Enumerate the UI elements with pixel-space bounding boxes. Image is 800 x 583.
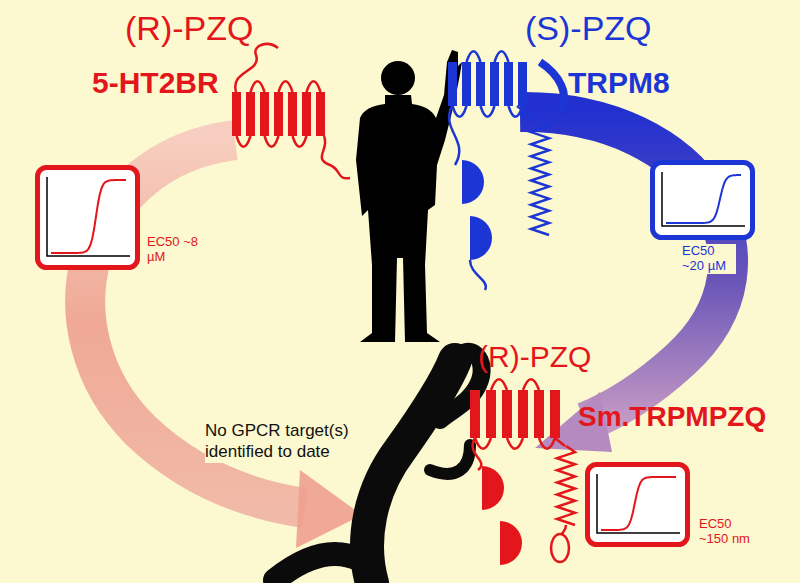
channel-trpm8 [448,51,564,290]
plot-axes [47,177,130,256]
cytosolic-domain [470,216,492,260]
drug-name: (R)-PZQ [478,340,591,373]
c-terminal-loop [551,534,569,562]
tm-helix [274,92,283,136]
tail [562,525,566,534]
plot-frame [35,165,140,270]
loop [491,379,507,390]
loop [523,379,539,390]
receptor-name: Sm.TRPMPZQ [578,402,766,433]
loop [467,51,481,62]
tm-helix [518,62,527,106]
loop [453,106,467,117]
coiled-coil [531,120,549,235]
note: No GPCR target(s) identified to date [205,420,355,463]
tm-helix [288,92,297,136]
receptor-cartoons [232,44,575,565]
tail [470,260,486,290]
plot-axes [662,172,745,226]
loop [265,136,279,147]
tail [540,62,564,110]
ec50-value: EC50 ~20 µM [680,244,736,274]
loop [279,81,293,92]
ec50-value: EC50 ~8 µM [145,235,201,265]
loop [481,106,495,117]
loop [495,51,509,62]
tm-helix [476,62,485,106]
plot-axes [597,474,680,533]
tm-helix [490,62,499,106]
tm-helix [550,390,560,438]
channel-sm-trpm [470,379,575,565]
tm-helix [260,92,269,136]
loop [307,81,321,92]
tail [449,106,459,165]
tail [473,438,482,470]
dose-response-box: EC50 ~8 µM [35,165,140,270]
receptor-name: 5-HT2BR [92,66,219,99]
box-border [38,168,138,268]
tail [235,44,278,92]
tail [555,438,565,446]
dose-response-box: EC50 ~20 µM [650,160,755,240]
sigmoid-curve [666,175,741,223]
tail [322,136,350,178]
drug-name: (S)-PZQ [525,10,652,47]
tm-helix [504,62,513,106]
plot-frame [650,160,755,240]
loop [475,438,491,449]
receptor-name: TRPM8 [568,66,670,99]
tm-helix [246,92,255,136]
cytosolic-domain [500,521,522,565]
tm-helix [302,92,311,136]
ec50-value: EC50 ~150 nm [697,517,753,547]
loop [293,136,307,147]
tm-helix [470,390,480,438]
tm-helix [518,390,528,438]
cytosolic-domain [482,466,504,510]
tm-helix [502,390,512,438]
schistosome-worm [275,352,482,583]
loop [539,438,555,449]
tm-helix [316,92,325,136]
plot-frame [585,462,690,547]
sigmoid-curve [601,477,676,530]
tail [517,106,538,120]
gpcr-5ht2b [232,44,350,178]
tm-helix [534,390,544,438]
drug-name: (R)-PZQ [125,10,253,47]
tm-helix [232,92,241,136]
box-border [588,465,688,545]
loop [507,438,523,449]
tm-helix [448,62,457,106]
box-border [653,163,753,238]
coiled-coil [557,446,575,525]
tm-helix [462,62,471,106]
loop [237,136,251,147]
dose-response-box: EC50 ~150 nm [585,462,690,547]
cytosolic-domain [462,160,484,204]
sigmoid-curve [51,180,126,253]
loop [251,81,265,92]
human-silhouette [356,50,462,342]
tm-helix [486,390,496,438]
